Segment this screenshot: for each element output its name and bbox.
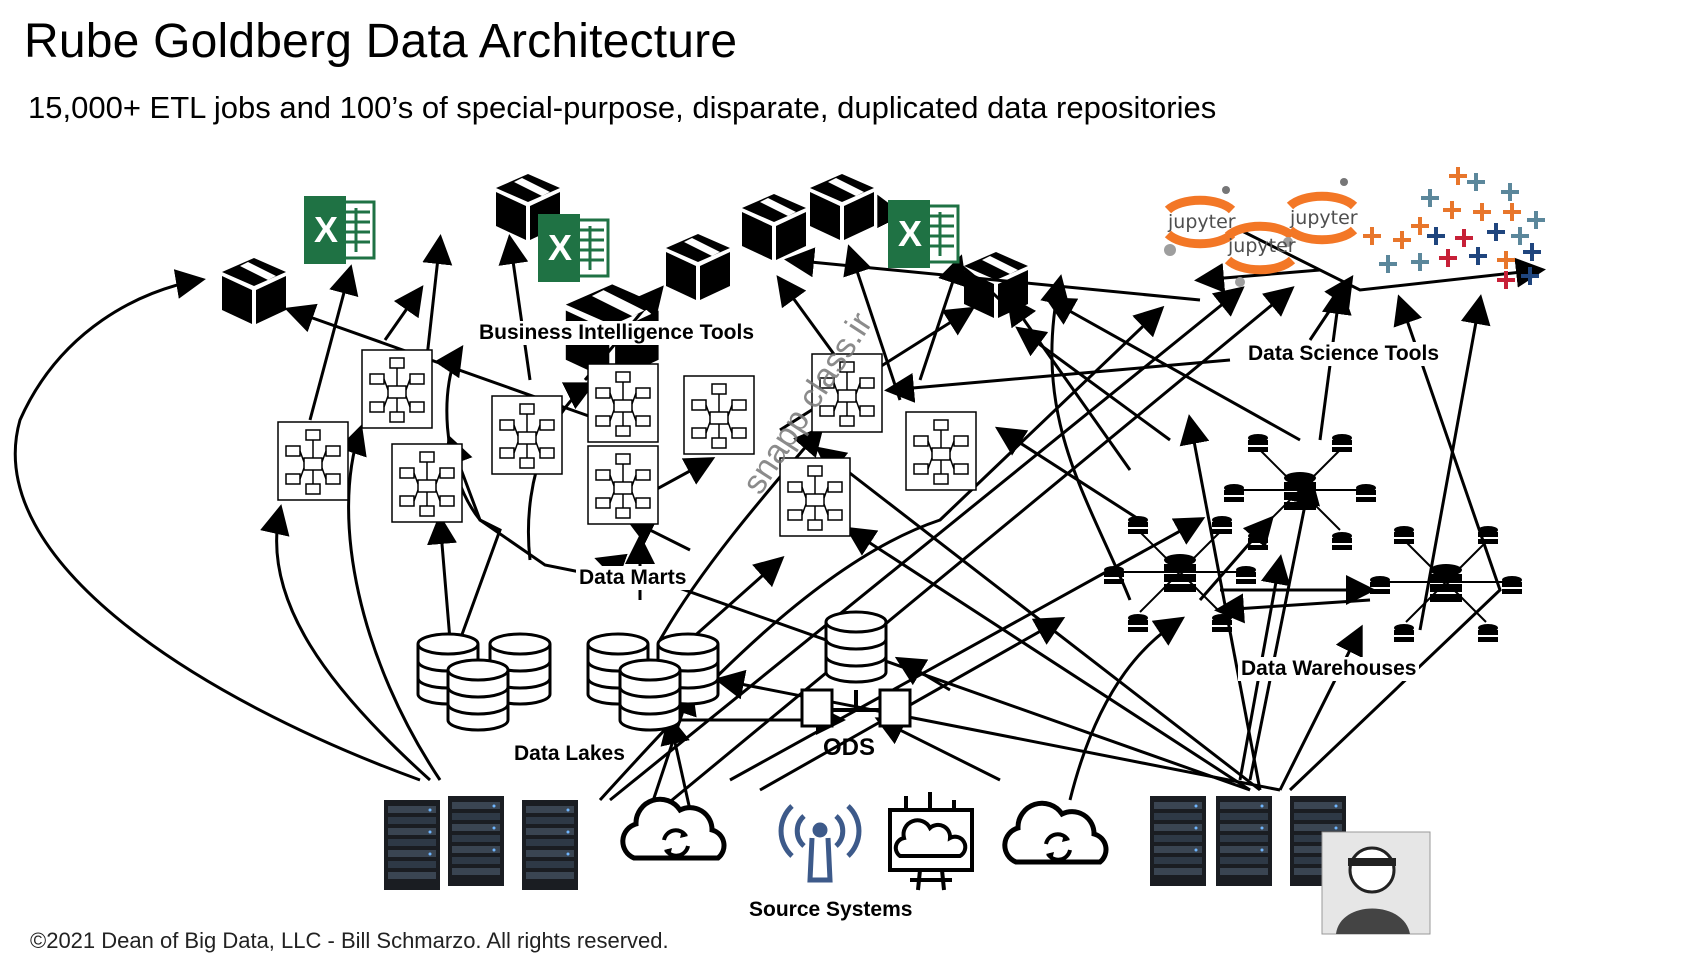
excel-icon: X: [548, 227, 572, 268]
box-icon: [222, 258, 286, 324]
author-portrait: [1321, 831, 1431, 935]
tableau-logo: [1361, 165, 1547, 291]
page-title: Rube Goldberg Data Architecture: [24, 15, 738, 68]
copyright-footer: ©2021 Dean of Big Data, LLC - Bill Schma…: [30, 928, 669, 953]
ods-icon: [800, 610, 912, 728]
data-lake-icons: [416, 632, 720, 732]
jupyter-logos: [1164, 178, 1358, 287]
jupyter-logo-text: jupyter: [1167, 211, 1236, 233]
cloud-monitor-icon: [888, 792, 974, 891]
data-warehouse-icons: [1104, 434, 1522, 642]
jupyter-logo-text: jupyter: [1289, 207, 1358, 229]
box-icon: [810, 174, 874, 240]
source-systems-label: Source Systems: [746, 898, 916, 922]
data-science-tools-label: Data Science Tools: [1245, 342, 1443, 366]
box-icon: [742, 194, 806, 260]
jupyter-logo-text: jupyter: [1227, 235, 1296, 257]
signal-tower-icon: [778, 804, 862, 883]
ods-label: ODS: [823, 734, 876, 761]
bi-tools-label: Business Intelligence Tools: [476, 321, 758, 345]
page-subtitle: 15,000+ ETL jobs and 100’s of special-pu…: [28, 90, 1217, 125]
data-marts-label: Data Marts: [576, 566, 690, 590]
source-server-racks: [384, 796, 1346, 890]
box-icon: [666, 234, 730, 300]
excel-icon: X: [314, 209, 338, 250]
box-icon: [964, 252, 1028, 318]
data-lakes-label: Data Lakes: [511, 742, 628, 766]
cloud-icons: [623, 799, 1106, 862]
data-warehouses-label: Data Warehouses: [1238, 657, 1420, 681]
excel-icon: X: [898, 213, 922, 254]
data-mart-icons: [277, 349, 977, 537]
